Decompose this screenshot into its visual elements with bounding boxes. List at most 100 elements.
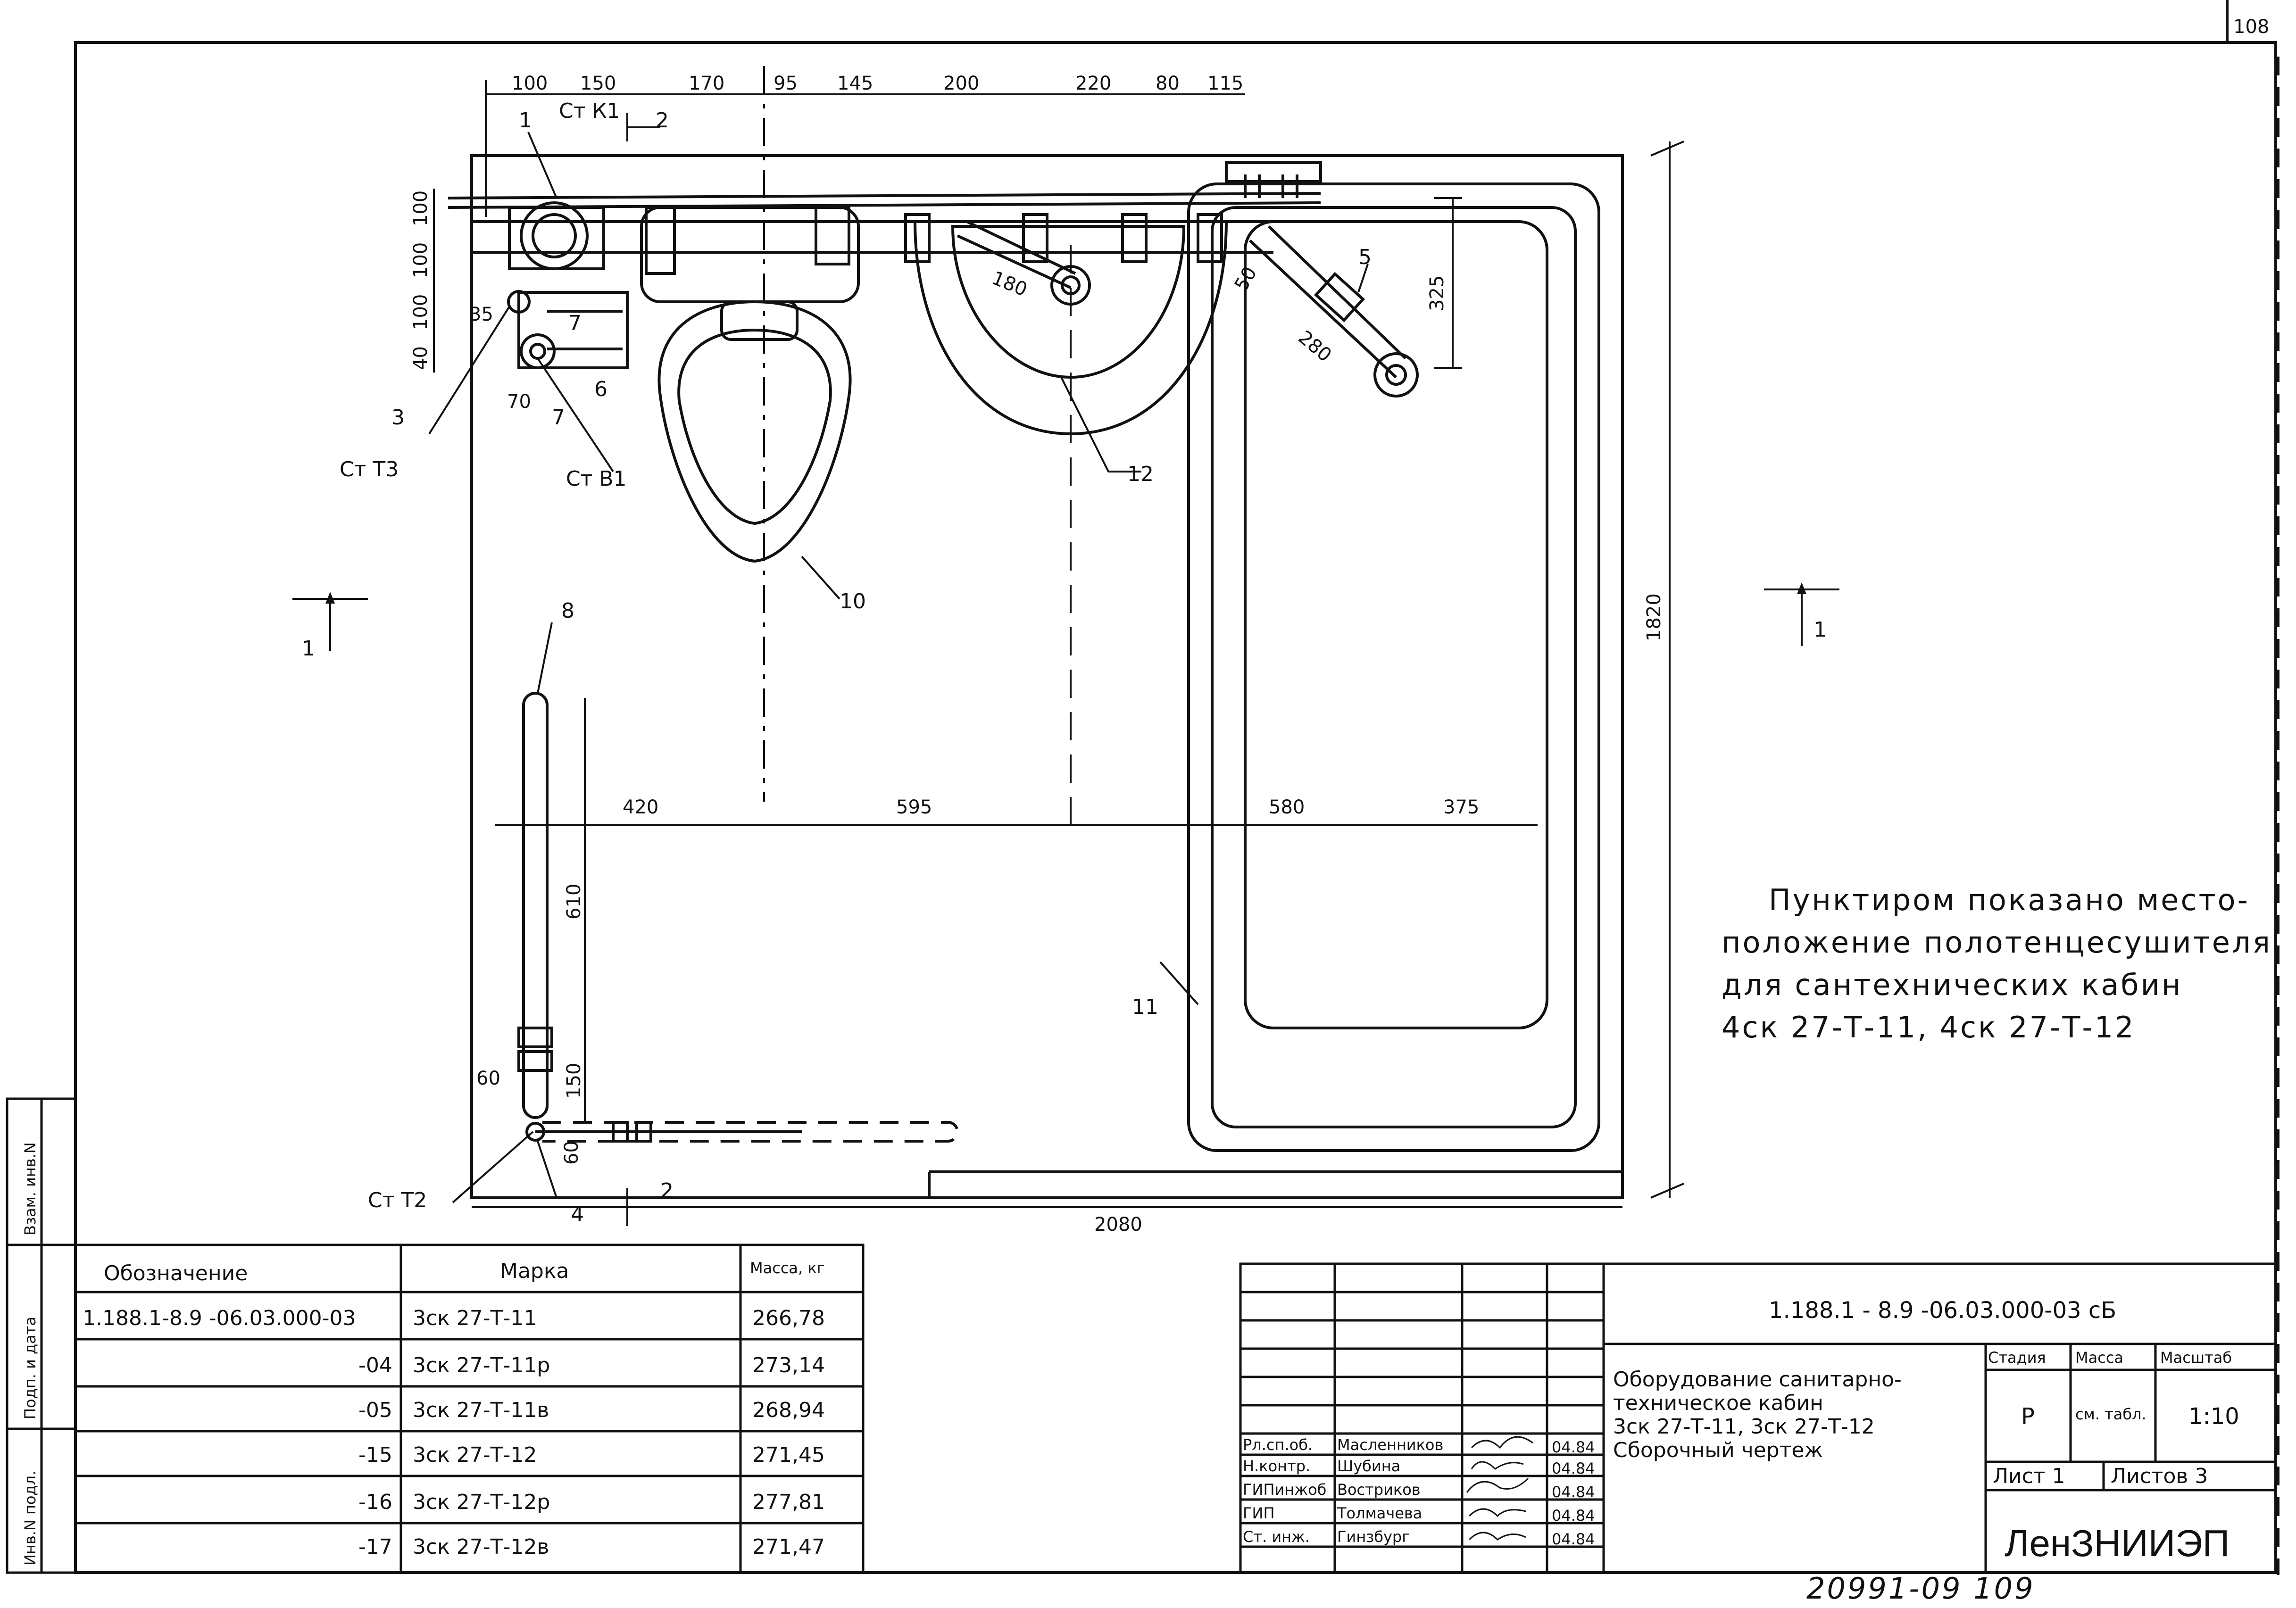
callout-2-bottom: 2 — [660, 1179, 674, 1203]
stamp-sign-date: Подп. и дата — [21, 1317, 39, 1419]
callout-8: 8 — [561, 599, 574, 623]
callout-6: 6 — [594, 377, 607, 401]
sheet-number: Лист 1 — [1993, 1464, 2065, 1488]
marks-row-2-designation: -04 — [358, 1353, 392, 1377]
section-mark-left: 1 — [302, 637, 315, 661]
dim-280: 280 — [1294, 326, 1336, 366]
callout-12: 12 — [1127, 462, 1154, 486]
callout-stt3: Ст Т3 — [340, 457, 399, 481]
dim-60-a: 60 — [476, 1068, 500, 1089]
leader-lines — [428, 132, 1369, 1203]
dim-top-4: 95 — [774, 73, 798, 94]
mass-value: см. табл. — [2075, 1405, 2146, 1423]
stamp-replace-inv: Взам. инв.N — [21, 1142, 39, 1235]
doc-title-line-1: Оборудование санитарно- — [1613, 1368, 1902, 1392]
callout-stk1: Ст К1 — [559, 99, 620, 123]
toilet — [640, 206, 860, 563]
note-line-1: Пунктиром показано место- — [1769, 883, 2250, 917]
dim-overall-height: 1820 — [1643, 593, 1665, 641]
dim-left-3: 100 — [410, 294, 432, 330]
callout-2-top: 2 — [656, 108, 669, 133]
marks-row-3-mass: 268,94 — [752, 1398, 825, 1422]
marks-header-mass: Масса, кг — [750, 1259, 825, 1277]
dim-top-6: 200 — [943, 73, 979, 94]
side-stamp: Инв.N подл. Подп. и дата Взам. инв.N — [21, 1142, 39, 1566]
marks-row-1-mark: 3ск 27-Т-11 — [413, 1306, 537, 1330]
supply-pipes — [448, 161, 1419, 398]
dim-top-2: 150 — [580, 73, 616, 94]
dim-mid-3: 580 — [1269, 796, 1305, 818]
callout-7-a: 7 — [568, 311, 582, 335]
stage-value: Р — [2021, 1403, 2035, 1430]
dim-150: 150 — [563, 1063, 585, 1099]
title-block: 1.188.1 - 8.9 -06.03.000-03 сБ Оборудова… — [1243, 1297, 2239, 1564]
marks-row-3-designation: -05 — [358, 1398, 392, 1422]
marks-table: Обозначение Марка Масса, кг 1.188.1-8.9 … — [83, 1259, 825, 1559]
marks-row-3-mark: 3ск 27-Т-11в — [413, 1398, 549, 1422]
dim-top-5: 145 — [837, 73, 873, 94]
callout-stt2: Ст Т2 — [368, 1188, 427, 1212]
towel-dryer — [517, 692, 959, 1143]
dim-50: 50 — [1231, 263, 1261, 295]
dim-mid-1: 420 — [623, 796, 658, 818]
person-1-name: Масленников — [1337, 1436, 1443, 1454]
doc-code: 1.188.1 - 8.9 -06.03.000-03 сБ — [1769, 1297, 2116, 1324]
callout-5: 5 — [1358, 245, 1372, 269]
organization-name: ЛенЗНИИЭП — [2005, 1522, 2229, 1564]
note-line-3: для сантехнических кабин — [1722, 968, 2182, 1002]
dim-mid-4: 375 — [1443, 796, 1479, 818]
mid-dimensions: 420 595 580 375 2080 1820 325 610 150 60… — [476, 275, 1665, 1235]
person-2-role: Н.контр. — [1243, 1457, 1310, 1475]
marks-row-2-mass: 273,14 — [752, 1353, 825, 1377]
callout-10: 10 — [840, 589, 866, 613]
person-2-date: 04.84 — [1552, 1459, 1595, 1477]
dim-325: 325 — [1426, 275, 1448, 311]
person-5-role: Ст. инж. — [1243, 1528, 1310, 1546]
marks-row-6-mass: 271,47 — [752, 1535, 825, 1559]
top-dimensions: 100 150 170 95 145 200 220 80 115 — [512, 73, 1243, 94]
marks-row-5-designation: -16 — [358, 1490, 392, 1514]
marks-row-4-designation: -15 — [358, 1443, 392, 1467]
note-line-4: 4ск 27-Т-11, 4ск 27-Т-12 — [1722, 1010, 2136, 1044]
dim-top-8: 80 — [1156, 73, 1180, 94]
marks-header-designation: Обозначение — [104, 1261, 248, 1285]
doc-title-line-3: 3ск 27-Т-11, 3ск 27-Т-12 — [1613, 1415, 1875, 1439]
dim-left-2: 100 — [410, 242, 432, 278]
dim-35: 35 — [469, 304, 493, 325]
dimension-lines — [292, 66, 1839, 1226]
signatures — [1466, 1436, 1533, 1541]
sheet-frame — [74, 41, 2277, 1574]
person-1-role: Рл.сп.об. — [1243, 1436, 1313, 1454]
archive-code: 20991-09 109 — [1806, 1571, 2035, 1606]
dim-mid-2: 595 — [896, 796, 932, 818]
note-line-2: положение полотенцесушителя — [1722, 925, 2272, 960]
dim-top-3: 170 — [689, 73, 724, 94]
callout-stv1: Ст В1 — [566, 467, 627, 491]
callout-3: 3 — [391, 406, 405, 430]
person-3-date: 04.84 — [1552, 1483, 1595, 1501]
marks-header-mark: Марка — [500, 1259, 569, 1283]
person-4-date: 04.84 — [1552, 1507, 1595, 1525]
person-3-role: ГИПинжоб — [1243, 1481, 1326, 1499]
dim-70: 70 — [507, 391, 531, 413]
section-mark-right: 1 — [1814, 618, 1827, 642]
room-outline — [470, 154, 1624, 1199]
scale-value: 1:10 — [2188, 1403, 2239, 1430]
dim-610: 610 — [563, 884, 585, 920]
callout-4: 4 — [571, 1202, 584, 1227]
person-2-name: Шубина — [1337, 1457, 1400, 1475]
callout-7-b: 7 — [552, 406, 565, 430]
person-5-name: Гинзбург — [1337, 1528, 1410, 1546]
sheet-corner-number: 108 — [2233, 16, 2269, 38]
doc-title-line-4: Сборочный чертеж — [1613, 1438, 1823, 1462]
mass-header: Масса — [2075, 1349, 2123, 1367]
marks-row-1-designation: 1.188.1-8.9 -06.03.000-03 — [83, 1306, 356, 1330]
marks-row-6-designation: -17 — [358, 1535, 392, 1559]
dim-left-1: 100 — [410, 191, 432, 226]
person-3-name: Востриков — [1337, 1481, 1421, 1499]
doc-title-line-2: техническое кабин — [1613, 1391, 1823, 1415]
marks-row-1-mass: 266,78 — [752, 1306, 825, 1330]
dim-left-4: 40 — [410, 346, 432, 370]
marks-row-5-mass: 277,81 — [752, 1490, 825, 1514]
marks-row-4-mark: 3ск 27-Т-12 — [413, 1443, 537, 1467]
